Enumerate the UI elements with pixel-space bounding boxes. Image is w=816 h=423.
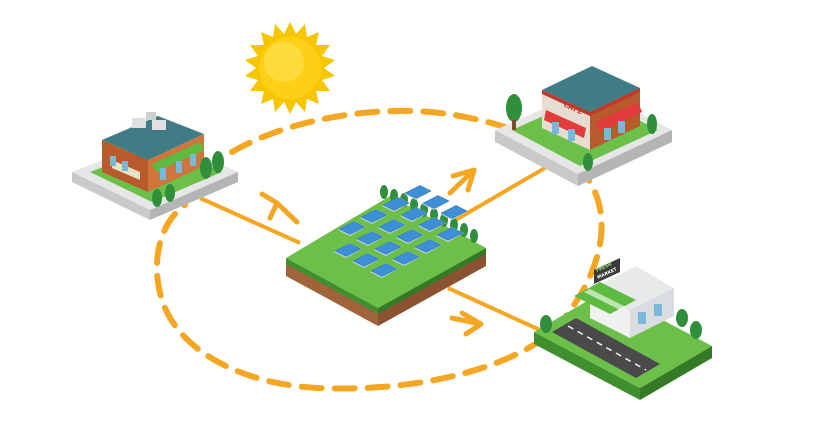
window: [654, 304, 662, 316]
solar-panel: [356, 231, 384, 245]
window: [552, 122, 559, 134]
market-base-side-right: [640, 346, 712, 400]
window: [160, 168, 166, 180]
window: [190, 154, 196, 166]
tree-icon: [165, 184, 175, 202]
left-building: [72, 112, 238, 220]
connection-lines: [199, 166, 547, 332]
solar-panel: [396, 229, 424, 243]
solar-panel: [338, 221, 366, 235]
line-to-left-building: [199, 196, 301, 245]
cafe-awning-side: [544, 110, 586, 138]
left-building-roof: [102, 116, 204, 160]
market-awning-stripe: [584, 289, 626, 310]
solar-panel-grid: [334, 185, 468, 278]
arrow-icon: [449, 310, 484, 337]
window: [618, 121, 625, 133]
window: [110, 156, 116, 166]
solar-panel: [378, 219, 406, 233]
tree-icon: [647, 114, 657, 134]
tree-trunk: [512, 120, 516, 130]
tree-icon: [212, 151, 224, 173]
sun-highlight: [264, 42, 304, 82]
cafe-awning-front: [596, 102, 642, 132]
market-base-top: [534, 290, 712, 388]
left-building-awning: [152, 142, 204, 172]
market-base-side-left: [534, 332, 640, 400]
cafe-roof: [542, 66, 640, 112]
cafe-building: CAFE: [495, 66, 672, 186]
tree-icon: [540, 315, 552, 333]
tree-icon: [470, 229, 478, 243]
line-to-cafe: [450, 166, 547, 224]
solar-panel: [370, 263, 398, 277]
tree-icon: [200, 157, 212, 179]
window: [568, 129, 575, 141]
solar-panel: [352, 253, 380, 267]
solar-farm-grass-left: [286, 258, 378, 314]
tree-icon: [583, 153, 593, 171]
cafe-roof-trim: [542, 88, 640, 116]
tree-icon: [380, 185, 388, 199]
tree-icon: [506, 94, 522, 122]
left-building-plot-side-left: [72, 172, 150, 220]
solar-panel: [436, 227, 464, 241]
arrow-icon: [259, 191, 300, 225]
window: [176, 161, 182, 173]
market-wall-right: [630, 288, 674, 338]
solar-panel: [382, 197, 410, 211]
solar-panel: [374, 241, 402, 255]
roof-unit-2: [152, 120, 166, 130]
solar-farm-grass-right: [378, 248, 486, 314]
roof-unit-3: [146, 112, 156, 120]
solar-panel: [422, 195, 450, 209]
solar-panel: [360, 209, 388, 223]
solar-panel: [414, 239, 442, 253]
solar-panel: [334, 243, 362, 257]
arrow-icon: [447, 167, 477, 196]
cafe-plot-side-right: [578, 130, 672, 186]
market-sign-board: [594, 258, 620, 284]
road-marking: [567, 325, 647, 371]
solar-panel: [400, 207, 428, 221]
flow-arrows: [259, 167, 484, 337]
tree-icon: [690, 321, 702, 339]
solar-farm-icon: [286, 185, 486, 326]
roof-unit-1: [132, 118, 146, 128]
tree-icon: [460, 223, 468, 237]
solar-panel: [440, 205, 468, 219]
solar-panel: [418, 217, 446, 231]
solar-panel: [392, 251, 420, 265]
left-building-plot-side-right: [150, 172, 238, 220]
market-building: FRESH MARKET: [534, 258, 712, 400]
solar-panel: [404, 185, 432, 199]
window: [122, 161, 128, 171]
tree-icon: [152, 189, 162, 207]
window: [604, 128, 611, 140]
cafe-plot-side-left: [495, 130, 578, 186]
line-to-shop: [447, 286, 541, 332]
tree-icon: [676, 309, 688, 327]
window: [638, 312, 646, 324]
sun-icon: [245, 22, 335, 114]
